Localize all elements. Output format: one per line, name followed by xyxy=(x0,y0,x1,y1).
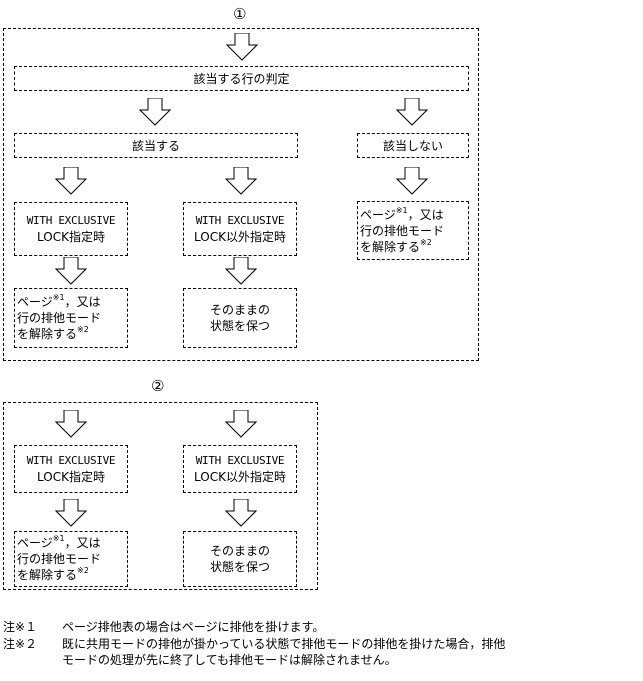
with-exclusive-other-box-2: WITH EXCLUSIVE LOCK以外指定時 xyxy=(183,445,297,493)
release-2-l1b: ，又は xyxy=(64,536,101,550)
release-l-l3a: を解除する xyxy=(17,327,78,341)
keep-state-box: そのままの 状態を保つ xyxy=(183,288,297,348)
with-exclusive-other-box: WITH EXCLUSIVE LOCK以外指定時 xyxy=(183,202,297,256)
with-exclusive-line1: WITH EXCLUSIVE xyxy=(26,214,116,227)
release-l-l1a: ページ xyxy=(17,295,53,309)
down-arrow-icon xyxy=(396,98,428,126)
with-exclusive-2-line1: WITH EXCLUSIVE xyxy=(26,454,116,467)
release-l-l1b: ，又は xyxy=(64,295,101,309)
not-applicable-label: 該当しない xyxy=(382,138,443,153)
down-arrow-icon xyxy=(55,499,87,527)
note-2-text-line2: モードの処理が先に終了しても排他モードは解除されません。 xyxy=(62,653,397,667)
down-arrow-icon xyxy=(55,257,87,285)
keep-2-line2: 状態を保つ xyxy=(209,560,270,574)
down-arrow-icon xyxy=(225,410,257,438)
note-ref-2: ※2 xyxy=(420,237,432,247)
down-arrow-icon xyxy=(226,33,258,61)
release-2-l3a: を解除する xyxy=(17,568,78,582)
judge-row-box: 該当する行の判定 xyxy=(14,66,469,91)
release-lock-box-left: ページ※1，又は 行の排他モード を解除する※2 xyxy=(14,288,128,348)
with-exclusive-line2: LOCK指定時 xyxy=(37,230,105,244)
release-2-l1a: ページ xyxy=(17,536,53,550)
keep-2-line1: そのままの xyxy=(209,544,270,558)
down-arrow-icon xyxy=(396,167,428,195)
release-r-l1b: ，又は xyxy=(407,207,444,222)
release-r-l2: 行の排他モード xyxy=(360,223,445,238)
keep-state-box-2: そのままの 状態を保つ xyxy=(183,531,297,587)
down-arrow-icon xyxy=(55,410,87,438)
section-2-number: ② xyxy=(151,377,165,395)
release-r-l3a: を解除する xyxy=(360,239,421,254)
release-lock-box-2: ページ※1，又は 行の排他モード を解除する※2 xyxy=(14,531,128,587)
with-exclusive-2-line2: LOCK指定時 xyxy=(37,470,105,484)
note-ref-1: ※1 xyxy=(52,293,65,302)
release-lock-box-right: ページ※1，又は 行の排他モード を解除する※2 xyxy=(357,201,469,260)
with-exclusive-other-2-line1: WITH EXCLUSIVE xyxy=(195,454,285,467)
note-ref-2: ※2 xyxy=(77,325,89,334)
applicable-box: 該当する xyxy=(14,133,298,158)
with-exclusive-other-2-line2: LOCK以外指定時 xyxy=(194,470,286,484)
down-arrow-icon xyxy=(225,167,257,195)
note-1-mark: 注※１ xyxy=(3,620,38,634)
note-ref-2: ※2 xyxy=(77,566,89,575)
release-2-l2: 行の排他モード xyxy=(17,552,102,566)
applicable-label: 該当する xyxy=(131,138,180,153)
down-arrow-icon xyxy=(139,98,171,126)
note-2-mark: 注※２ xyxy=(3,637,38,651)
down-arrow-icon xyxy=(225,257,257,285)
note-ref-1: ※1 xyxy=(52,534,65,543)
section-1-frame xyxy=(3,28,479,361)
release-r-l1a: ページ xyxy=(360,207,396,222)
with-exclusive-lock-box-2: WITH EXCLUSIVE LOCK指定時 xyxy=(14,445,128,493)
keep-line2: 状態を保つ xyxy=(209,319,270,333)
keep-line1: そのままの xyxy=(209,303,270,317)
section-1-number: ① xyxy=(233,5,247,23)
not-applicable-box: 該当しない xyxy=(357,133,469,158)
with-exclusive-other-line2: LOCK以外指定時 xyxy=(194,230,286,244)
section-2-frame xyxy=(3,402,318,590)
with-exclusive-lock-box: WITH EXCLUSIVE LOCK指定時 xyxy=(14,202,128,256)
note-2-text-line1: 既に共用モードの排他が掛かっている状態で排他モードの排他を掛けた場合，排他 xyxy=(62,637,506,651)
note-ref-1: ※1 xyxy=(395,205,408,215)
judge-row-label: 該当する行の判定 xyxy=(193,71,290,86)
down-arrow-icon xyxy=(55,167,87,195)
note-1-text: ページ排他表の場合はページに排他を掛けます。 xyxy=(62,620,325,634)
with-exclusive-other-line1: WITH EXCLUSIVE xyxy=(195,214,285,227)
release-l-l2: 行の排他モード xyxy=(17,311,102,325)
down-arrow-icon xyxy=(225,499,257,527)
